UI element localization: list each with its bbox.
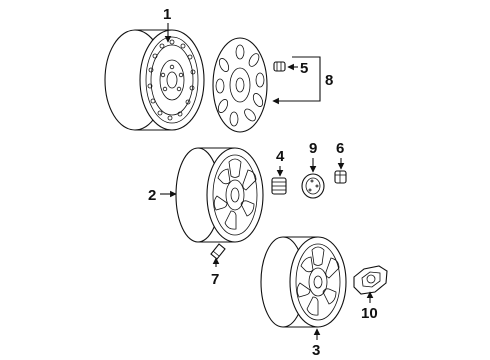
alloy-wheel-bottom xyxy=(260,236,347,328)
callout-5: 5 xyxy=(300,60,308,77)
alloy-wheel-middle xyxy=(175,147,264,243)
lug-nut-5 xyxy=(273,61,286,72)
lug-nut-6 xyxy=(334,170,347,184)
callout-7: 7 xyxy=(211,271,219,288)
wheel-cover xyxy=(212,37,268,133)
steel-wheel xyxy=(104,29,205,131)
callout-2: 2 xyxy=(148,187,156,204)
callout-1: 1 xyxy=(163,6,171,23)
lug-nut-4 xyxy=(271,177,287,195)
leader-lines xyxy=(160,23,374,340)
callout-3: 3 xyxy=(312,342,320,359)
callout-9: 9 xyxy=(309,140,317,157)
callout-8: 8 xyxy=(325,72,333,89)
center-cap xyxy=(301,173,325,199)
hub-cover xyxy=(353,265,388,295)
valve-stem xyxy=(210,243,226,260)
callout-6: 6 xyxy=(336,140,344,157)
callout-4: 4 xyxy=(276,148,285,165)
callout-10: 10 xyxy=(361,305,378,322)
